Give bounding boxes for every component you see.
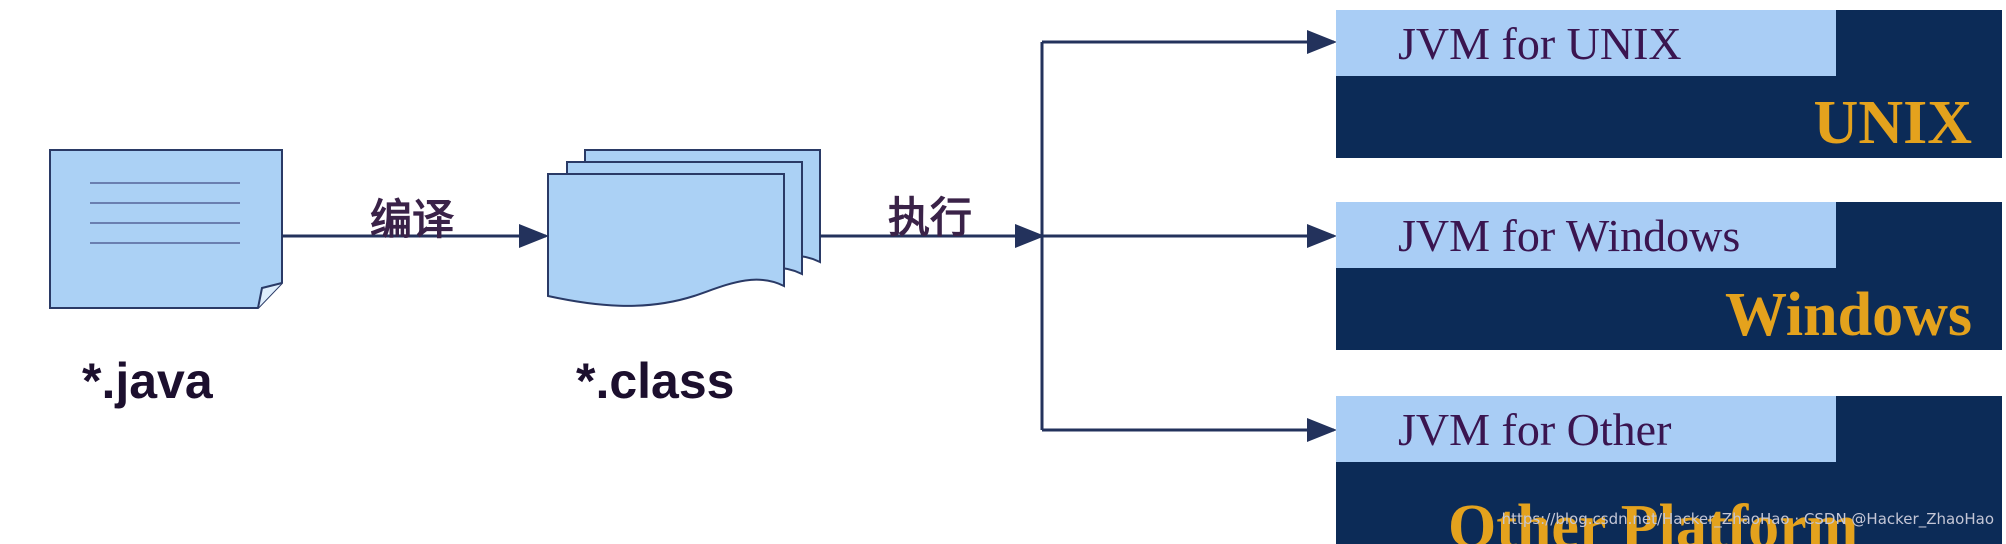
platform-name: Other Platform [1448, 493, 1859, 544]
platform-name: UNIX [1813, 89, 1972, 157]
jvm-label: JVM for UNIX [1336, 10, 1836, 76]
jvm-label: JVM for Other [1336, 396, 1836, 462]
platform-windows: JVM for Windows Windows [1336, 202, 2002, 350]
jvm-label: JVM for Windows [1336, 202, 1836, 268]
platform-unix: JVM for UNIX UNIX [1336, 10, 2002, 158]
platform-name: Windows [1725, 281, 1972, 349]
class-files-stacked-documents-icon [547, 149, 821, 307]
execute-label: 执行 [888, 193, 973, 242]
class-files-caption: *.class [576, 353, 735, 409]
compile-label: 编译 [370, 195, 455, 244]
watermark: https://blog.csdn.net/Hacker_ZhaoHao · C… [1501, 510, 1994, 528]
java-file-caption: *.java [82, 353, 213, 409]
platform-other: JVM for Other Other Platform [1336, 396, 2002, 544]
java-file-document-icon [49, 149, 283, 309]
